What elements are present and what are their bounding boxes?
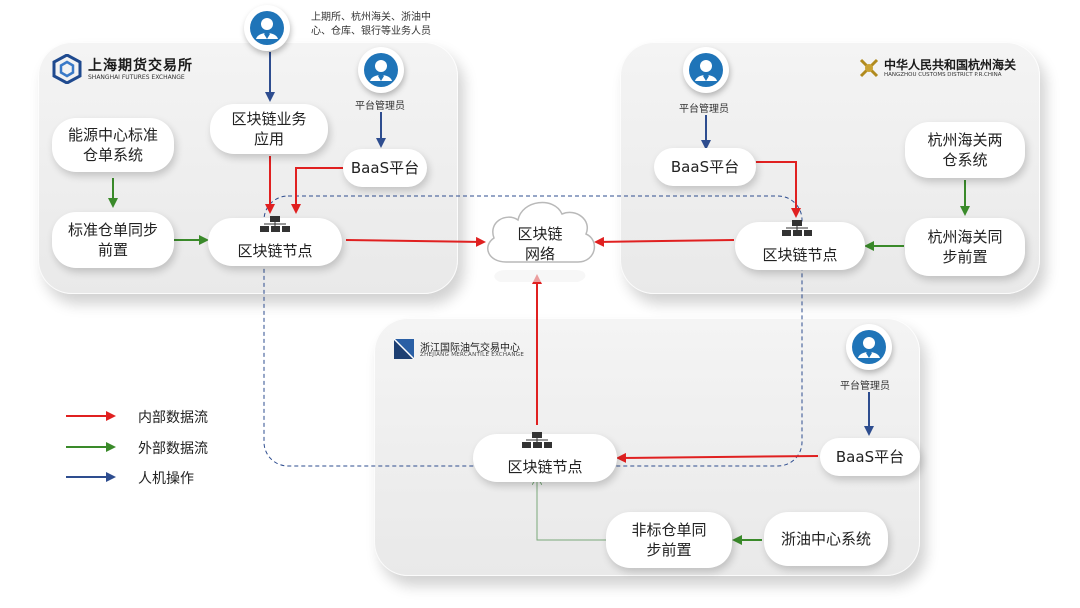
baas-hz-node: BaaS平台 — [654, 148, 756, 186]
legend-human-label: 人机操作 — [138, 471, 194, 487]
hz-sync-node: 杭州海关同 步前置 — [905, 218, 1025, 276]
user-icon — [689, 53, 723, 87]
baas-zj-node: BaaS平台 — [820, 438, 920, 476]
node-hz: 区块链节点 — [735, 222, 865, 270]
hz-warehouse-label: 杭州海关两 仓系统 — [927, 131, 1003, 169]
admin-zj-label: 平台管理员 — [840, 381, 890, 392]
baas-shfe-node: BaaS平台 — [343, 149, 427, 187]
zj-exchange-emblem-icon — [394, 339, 414, 359]
nonstd-sync-label: 非标仓单同 步前置 — [631, 521, 707, 559]
baas-hz-label: BaaS平台 — [670, 158, 740, 176]
user-icon — [250, 11, 284, 45]
admin-hz-label: 平台管理员 — [679, 104, 729, 115]
baas-zj-label: BaaS平台 — [835, 448, 905, 466]
node-zj-label: 区块链节点 — [507, 458, 583, 476]
shfe-emblem-icon — [52, 54, 82, 84]
admin-shfe-avatar — [358, 47, 404, 93]
business-user-avatar — [244, 5, 290, 51]
business-users-label: 上期所、杭州海关、浙油中 心、仓库、银行等业务人员 — [311, 12, 431, 37]
hz-sync-label: 杭州海关同 步前置 — [927, 228, 1003, 266]
customs-emblem-icon — [859, 58, 879, 78]
arrow-baas-to-node-shfe — [291, 167, 343, 214]
hz-customs-logo-en: HANGZHOU CUSTOMS DISTRICT P.R.CHINA — [884, 72, 1002, 78]
server-node-icon — [260, 216, 290, 232]
bc-app-node: 区块链业务 应用 — [210, 104, 328, 154]
user-icon — [364, 53, 398, 87]
std-sync-node: 标准仓单同步 前置 — [52, 212, 174, 268]
server-node-icon — [522, 432, 552, 448]
nonstd-sync-node: 非标仓单同 步前置 — [606, 512, 732, 568]
shfe-logo-en: SHANGHAI FUTURES EXCHANGE — [88, 74, 185, 81]
zj-system-node: 浙油中心系统 — [764, 512, 888, 566]
admin-shfe-label: 平台管理员 — [355, 101, 405, 112]
blockchain-network-label: 区块链 网络 — [517, 225, 563, 263]
arrow-baas-zj-to-node — [616, 452, 819, 463]
zj-exchange-logo: 浙江国际油气交易中心 ZHEJIANG MERCANTILE EXCHANGE — [394, 338, 544, 362]
bc-app-label: 区块链业务 应用 — [231, 110, 307, 148]
admin-zj-avatar — [846, 324, 892, 370]
arrow-node-hz-to-cloud — [594, 236, 735, 247]
std-sync-label: 标准仓单同步 前置 — [67, 221, 158, 259]
arrow-nonstd-to-node-zj — [537, 480, 606, 541]
zj-logo-en: ZHEJIANG MERCANTILE EXCHANGE — [420, 352, 525, 358]
node-shfe-label: 区块链节点 — [237, 242, 313, 260]
arrow-baas-hz-to-node — [756, 161, 801, 218]
hz-customs-logo: 中华人民共和国杭州海关 HANGZHOU CUSTOMS DISTRICT P.… — [858, 56, 1028, 82]
energy-wms-label: 能源中心标准 仓单系统 — [67, 126, 158, 164]
admin-hz-avatar — [683, 47, 729, 93]
legend-internal-label: 内部数据流 — [138, 410, 208, 426]
baas-shfe-label: BaaS平台 — [350, 159, 420, 177]
hz-warehouse-node: 杭州海关两 仓系统 — [905, 122, 1025, 178]
energy-wms-node: 能源中心标准 仓单系统 — [52, 118, 174, 172]
zj-logo-cn: 浙江国际油气交易中心 — [420, 343, 520, 354]
arrow-node-shfe-to-cloud — [345, 236, 486, 247]
blockchain-cloud-icon — [487, 201, 596, 282]
shfe-logo: 上海期货交易所 SHANGHAI FUTURES EXCHANGE — [52, 54, 192, 84]
user-icon — [852, 330, 886, 364]
node-hz-label: 区块链节点 — [762, 246, 838, 264]
hz-customs-logo-cn: 中华人民共和国杭州海关 — [884, 58, 1017, 72]
legend-external-label: 外部数据流 — [138, 441, 208, 457]
shfe-logo-cn: 上海期货交易所 — [88, 58, 193, 74]
zj-system-label: 浙油中心系统 — [780, 530, 871, 548]
server-node-icon — [782, 220, 812, 236]
